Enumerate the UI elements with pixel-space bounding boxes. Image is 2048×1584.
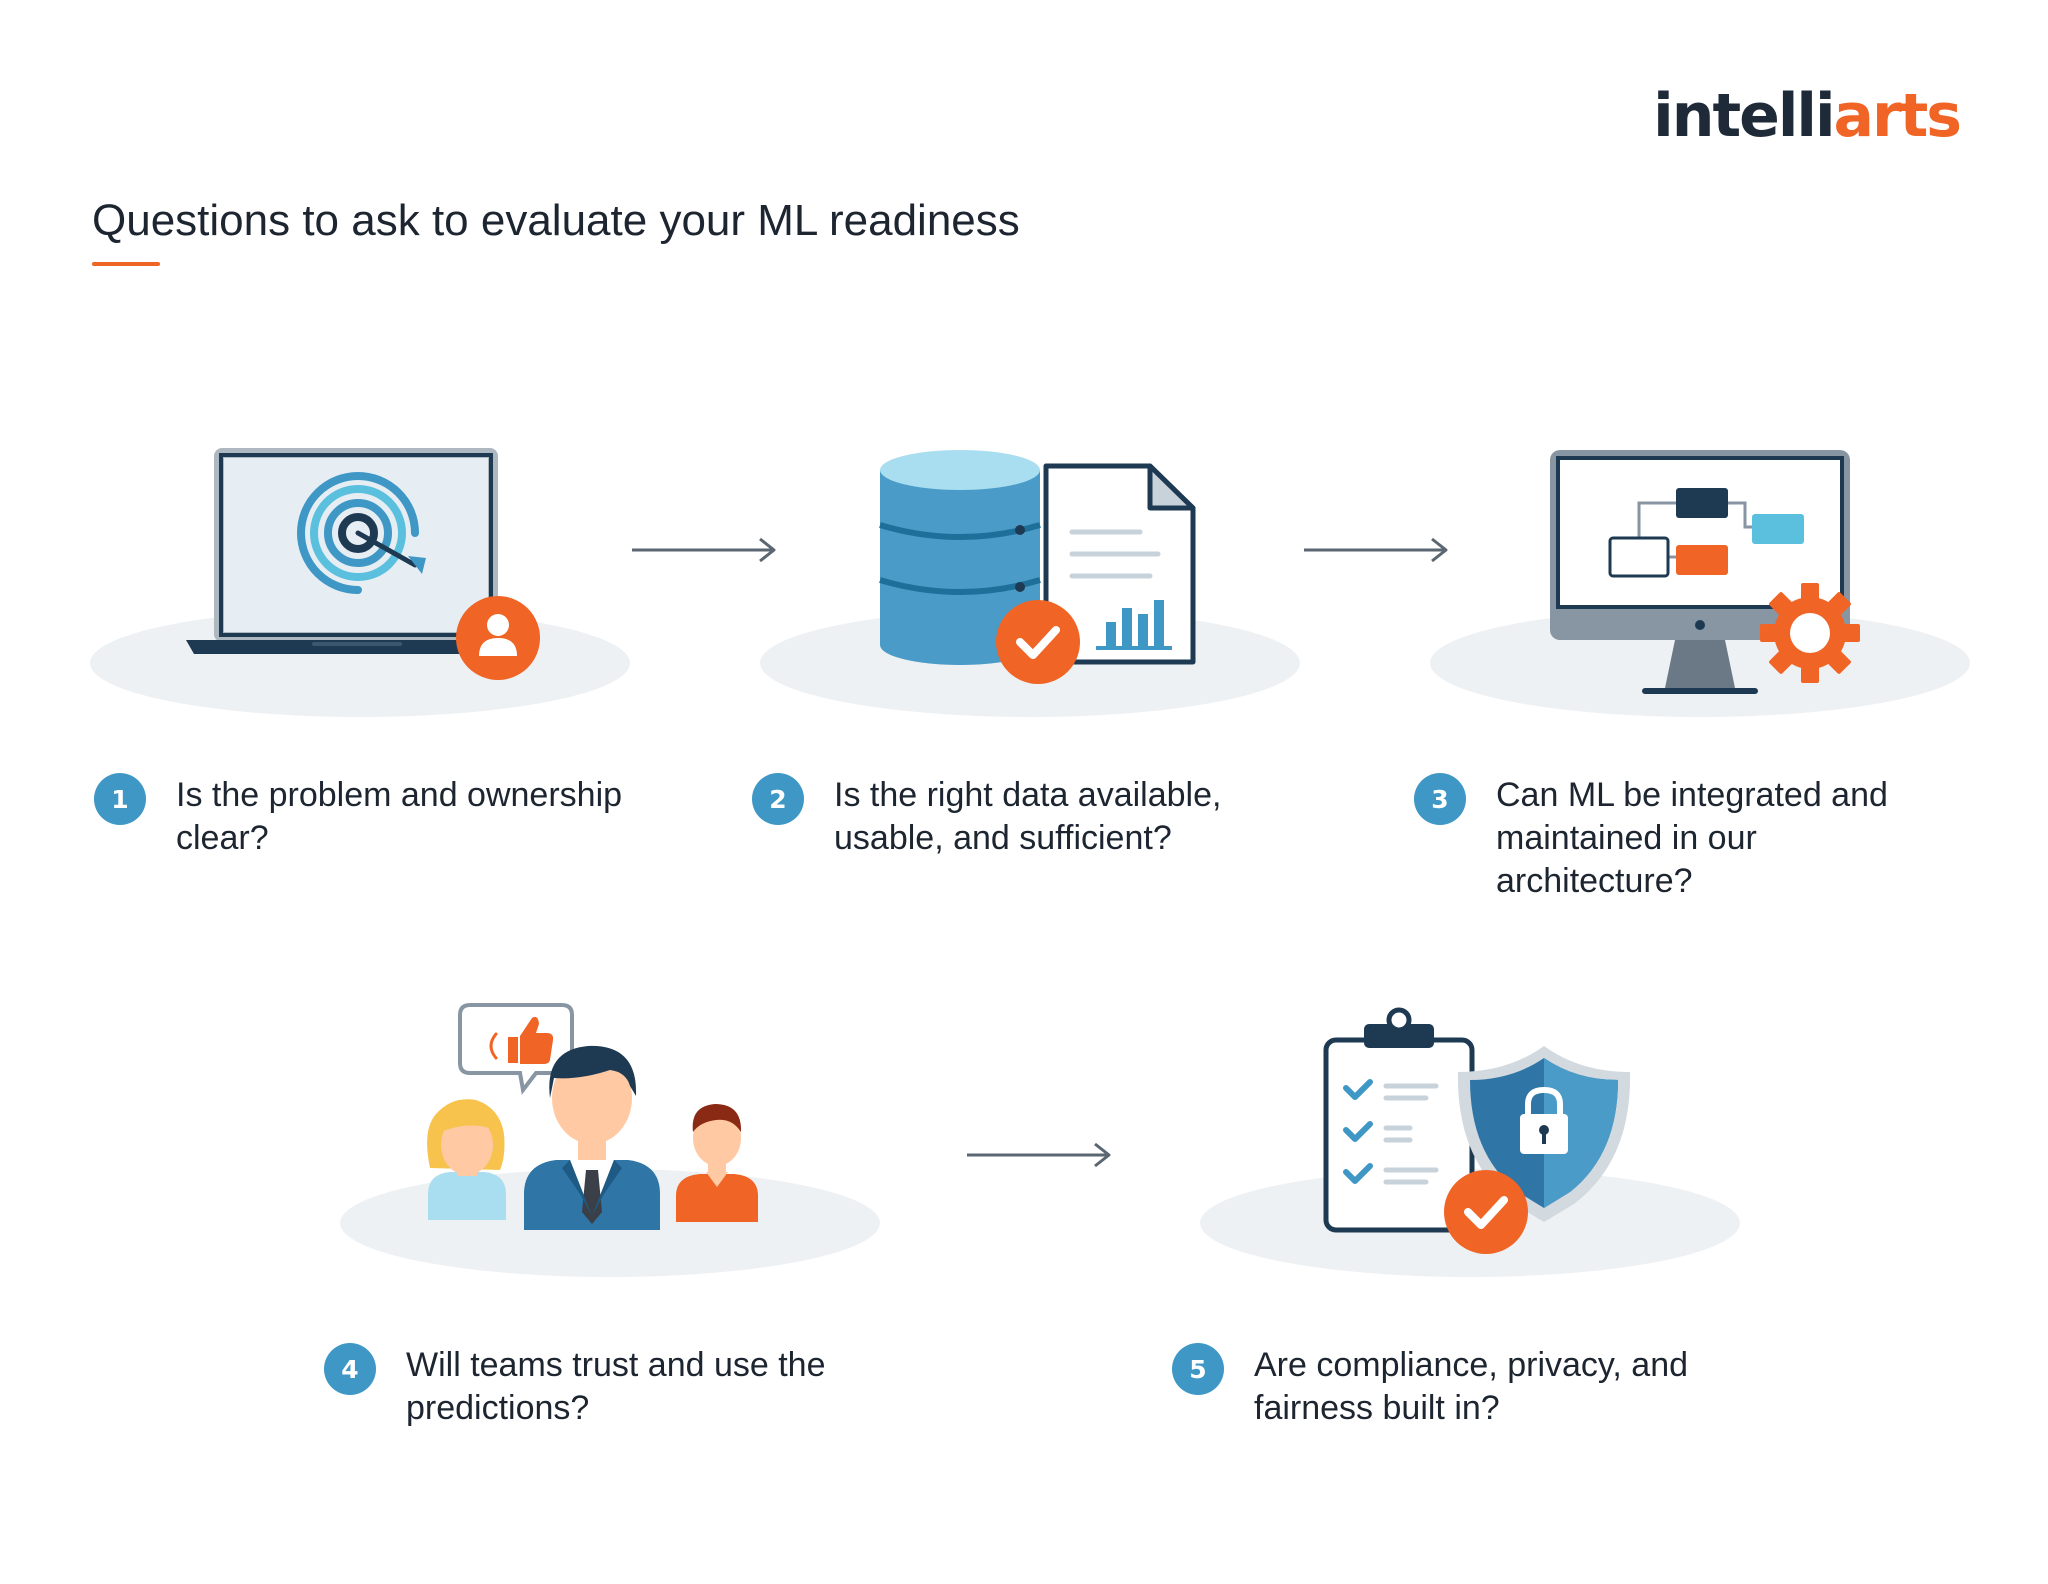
step-4-illustration <box>340 990 900 1300</box>
team-thumbs-up-icon <box>340 1003 880 1277</box>
arrow-right-icon <box>1304 537 1448 563</box>
step-2-question: Is the right data available, usable, and… <box>834 776 1222 857</box>
intelliarts-logo: intelliarts <box>1653 86 1962 146</box>
step-3-illustration <box>1430 445 1990 740</box>
laptop-target-icon <box>90 448 630 717</box>
checklist-shield-icon <box>1200 1007 1740 1277</box>
step-3-question: Can ML be integrated and maintained in o… <box>1496 776 1888 900</box>
arrow-right-icon <box>967 1142 1111 1168</box>
logo-text-dark: intelli <box>1653 81 1835 151</box>
step-2-illustration <box>760 450 1320 740</box>
step-1-number-badge: 1 <box>94 773 146 825</box>
arrow-2-to-3 <box>1302 535 1452 570</box>
database-document-icon <box>760 450 1300 717</box>
step-4-question: Will teams trust and use the predictions… <box>406 1346 826 1427</box>
monitor-gear-icon <box>1430 450 1970 717</box>
arrow-right-icon <box>632 537 776 563</box>
arrow-1-to-2 <box>630 535 780 570</box>
step-5-illustration <box>1200 990 1760 1300</box>
title-underline <box>92 262 160 266</box>
step-4-number-badge: 4 <box>324 1343 376 1395</box>
step-5-question: Are compliance, privacy, and fairness bu… <box>1254 1346 1689 1427</box>
step-1-question: Is the problem and ownership clear? <box>176 776 623 857</box>
step-1-illustration <box>90 440 650 740</box>
step-3-number-badge: 3 <box>1414 773 1466 825</box>
arrow-4-to-5 <box>965 1140 1115 1175</box>
page-title: Questions to ask to evaluate your ML rea… <box>92 196 1020 245</box>
step-5-number-badge: 5 <box>1172 1343 1224 1395</box>
step-2-number-badge: 2 <box>752 773 804 825</box>
logo-text-accent: arts <box>1833 81 1962 151</box>
